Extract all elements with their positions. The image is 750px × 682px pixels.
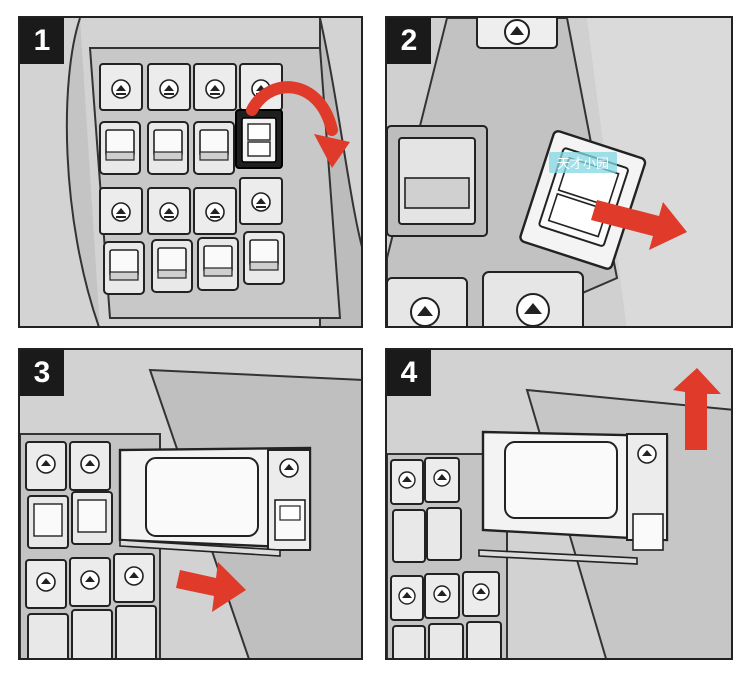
curved-arrow-icon: [246, 81, 350, 168]
step-number: 2: [387, 18, 431, 64]
step-3-panel: 3: [18, 348, 363, 660]
step-number: 4: [387, 350, 431, 396]
straight-arrow-icon: [591, 200, 687, 250]
step-number: 1: [20, 18, 64, 64]
step-4-panel: 4: [385, 348, 733, 660]
step-2-illustration: [387, 18, 731, 326]
step-1-illustration: [20, 18, 361, 326]
straight-arrow-icon: [176, 562, 246, 612]
step-2-panel: 2 天才小园: [385, 16, 733, 328]
up-arrow-icon: [673, 368, 721, 450]
eject-icon: [99, 63, 143, 111]
step-4-illustration: [387, 350, 731, 658]
step-number: 3: [20, 350, 64, 396]
watermark-label: 天才小园: [549, 152, 618, 173]
step-3-illustration: [20, 350, 361, 658]
step-1-panel: 1: [18, 16, 363, 328]
